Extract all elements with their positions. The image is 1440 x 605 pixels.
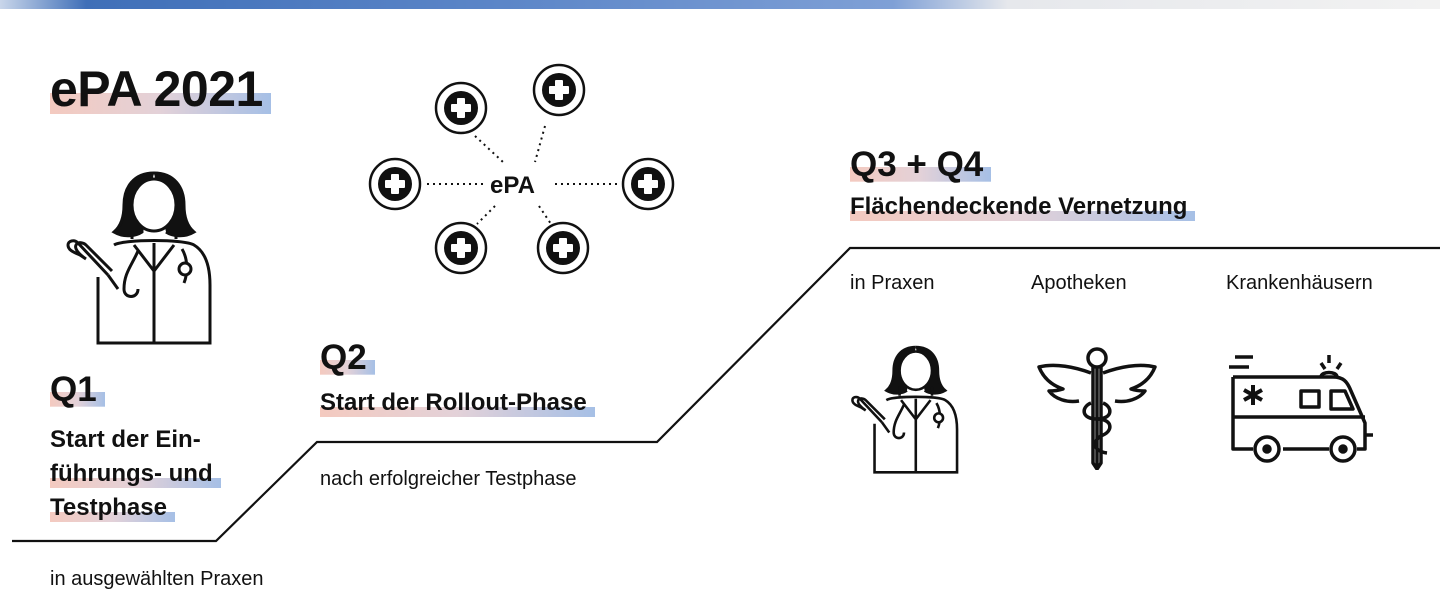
q1-note: in ausgewählten Praxen <box>50 568 264 590</box>
doctor-icon <box>851 345 959 474</box>
epa-hub-label: ePA <box>490 172 535 199</box>
plus-circle-icon <box>536 221 590 275</box>
target-krankenhaeuser-label: Krankenhäusern <box>1226 272 1373 294</box>
plus-circle-icon <box>434 221 488 275</box>
plus-circle-icon <box>434 81 488 135</box>
page-title: ePA 2021 <box>50 60 271 118</box>
epa-network-diagram: ePA <box>368 63 675 275</box>
plus-circle-icon <box>621 157 675 211</box>
q34-heading: Q3 + Q4 <box>850 145 992 185</box>
plus-circle-icon <box>368 157 422 211</box>
q1-subtitle: Start der Ein- führungs- und Testphase <box>50 423 221 525</box>
target-apotheken-label: Apotheken <box>1031 272 1127 294</box>
plus-circle-icon <box>532 63 586 117</box>
header-image-strip <box>0 0 1440 9</box>
q1-heading: Q1 <box>50 370 105 410</box>
caduceus-icon <box>1037 347 1157 470</box>
doctor-icon <box>66 171 212 345</box>
q34-subtitle: Flächendeckende Vernetzung <box>850 190 1196 224</box>
q2-heading: Q2 <box>320 338 375 378</box>
q2-note: nach erfolgreicher Testphase <box>320 468 577 490</box>
ambulance-icon <box>1229 355 1373 463</box>
q2-subtitle: Start der Rollout-Phase <box>320 386 595 420</box>
target-praxen-label: in Praxen <box>850 272 935 294</box>
